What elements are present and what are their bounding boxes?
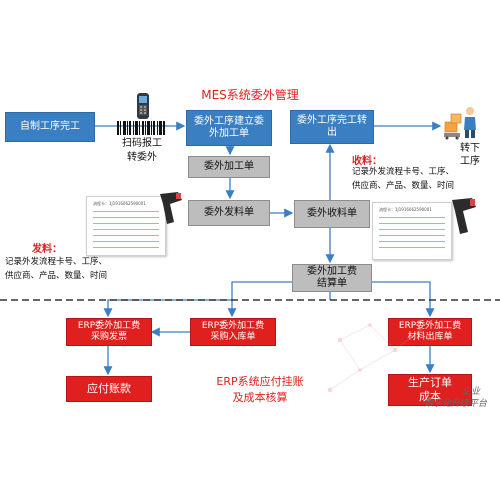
node-production-cost: 生产订单 成本 xyxy=(388,374,472,406)
node-erp-invoice: ERP委外加工费 采购发票 xyxy=(66,318,152,346)
send-form-header: 流程卡：1J1916062590001 xyxy=(93,201,146,206)
watermark-text-1: 企业 xyxy=(462,387,481,397)
receive-form-header: 流程卡：1J1916062590001 xyxy=(379,207,432,212)
erp-center-label: ERP系统应付挂账 及成本核算 xyxy=(216,375,304,404)
arrow-to-material-out xyxy=(372,281,435,318)
scanner-gun-icon xyxy=(448,196,480,236)
scan-label: 扫码报工 转委外 xyxy=(122,138,162,163)
send-note-body: 记录外发流程卡号、工序、 供应商、产品、数量、时间 xyxy=(5,257,108,281)
node-payable: 应付账款 xyxy=(66,376,152,402)
node-erp-purchase-in: ERP委外加工费 采购入库单 xyxy=(190,318,276,346)
handheld-scanner-icon xyxy=(130,92,156,120)
receive-note-body: 记录外发流程卡号、工序、 供应商、产品、数量、时间 xyxy=(352,167,455,191)
node-self-made: 自制工序完工 xyxy=(5,112,95,142)
node-outsource-send: 委外发料单 xyxy=(188,200,270,226)
diagram-title: MES系统委外管理 xyxy=(201,88,299,102)
node-outsource-done: 委外工序完工转 出 xyxy=(290,110,374,144)
node-settlement: 委外加工费 结算单 xyxy=(292,264,372,292)
barcode-icon xyxy=(117,120,165,135)
transfer-label: 转下 工序 xyxy=(460,143,480,167)
node-outsource-order: 委外加工单 xyxy=(188,156,270,178)
receive-note-title: 收料： xyxy=(352,156,382,167)
node-erp-material-out: ERP委外加工费 材料出库单 xyxy=(388,318,472,346)
transfer-worker-icon xyxy=(443,104,483,140)
watermark-decoration xyxy=(300,300,500,430)
send-note-title: 发料： xyxy=(32,244,62,255)
node-outsource-receive: 委外收料单 xyxy=(294,200,370,228)
receive-form-thumbnail: 流程卡：1J1916062590001 xyxy=(372,202,452,260)
send-form-thumbnail: 流程卡：1J1916062590001 xyxy=(86,196,166,256)
scanner-gun-icon xyxy=(156,190,186,226)
node-create-outsource: 委外工序建立委 外加工单 xyxy=(186,110,272,146)
watermark-text-2: 数字化升级平台 xyxy=(424,399,488,409)
